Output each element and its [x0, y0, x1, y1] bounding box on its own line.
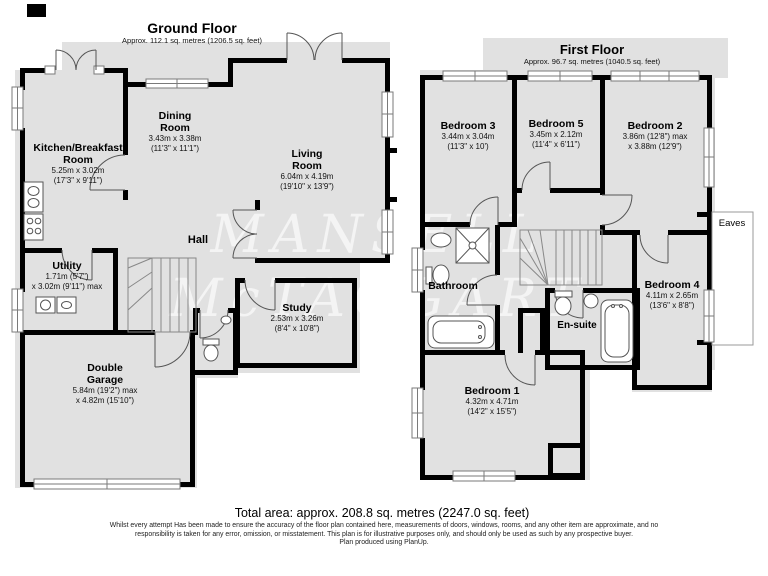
first-floor-fixtures	[425, 227, 634, 363]
room-label-bedroom4: Bedroom 4 4.11m x 2.65m (13'6" x 8'8")	[644, 279, 700, 310]
room-label-bedroom2: Bedroom 2 3.86m (12'8") max x 3.88m (12'…	[622, 120, 688, 151]
room-label-kitchen: Kitchen/Breakfast Room 5.25m x 3.02m (17…	[33, 142, 123, 185]
room-label-bathroom: Bathroom	[428, 280, 478, 292]
chimney-mark	[27, 4, 46, 17]
disclaimer-text: Whilst every attempt Has been made to en…	[109, 522, 659, 547]
kitchen-sink-icon	[23, 181, 44, 213]
first-floor-stairs	[519, 229, 603, 286]
ensuite-bathtub-icon	[600, 299, 634, 363]
room-label-dining: Dining Room 3.43m x 3.38m (11'3" x 11'1"…	[148, 110, 202, 153]
room-label-eaves: Eaves	[718, 218, 746, 229]
room-label-hall: Hall	[187, 234, 209, 246]
room-label-utility: Utility 1.71m (5'7") x 3.02m (9'11") max	[31, 260, 103, 291]
ground-floor-stairs	[127, 257, 197, 333]
total-area-text: Total area: approx. 208.8 sq. metres (22…	[234, 506, 530, 520]
bathroom-toilet-icon	[425, 264, 450, 286]
ground-floor-title: Ground Floor Approx. 112.1 sq. metres (1…	[122, 20, 262, 46]
first-floor-windows	[411, 70, 715, 482]
ground-floor-doors	[55, 32, 343, 368]
utility-washer-icon	[35, 296, 56, 314]
ground-floor-windows	[11, 65, 394, 490]
shower-icon	[455, 227, 490, 264]
room-label-bedroom1: Bedroom 1 4.32m x 4.71m (14'2" x 15'5")	[464, 385, 520, 416]
ensuite-toilet-icon	[554, 290, 573, 316]
room-label-garage: Double Garage 5.84m (19'2") max x 4.82m …	[72, 362, 138, 405]
utility-sink-icon	[56, 296, 77, 314]
first-floor-title: First Floor Approx. 96.7 sq. metres (104…	[523, 42, 661, 66]
ground-floor-fixtures	[23, 181, 232, 362]
ensuite-sink-icon	[583, 293, 599, 309]
ground-floor-walls	[20, 4, 397, 487]
first-floor-walls	[420, 75, 712, 480]
eaves-area	[711, 211, 754, 346]
room-label-living: Living Room 6.04m x 4.19m (19'10" x 13'9…	[280, 148, 334, 191]
bathtub-icon	[427, 315, 495, 349]
room-label-study: Study 2.53m x 3.26m (8'4" x 10'8")	[270, 302, 324, 333]
room-label-ensuite: En-suite	[557, 320, 597, 331]
room-label-bedroom5: Bedroom 5 3.45m x 2.12m (11'4" x 6'11")	[528, 118, 584, 149]
wc-basin-icon	[220, 315, 232, 325]
first-floor-doors	[466, 161, 669, 386]
bathroom-sink-icon	[430, 232, 452, 248]
room-label-bedroom3: Bedroom 3 3.44m x 3.04m (11'3" x 10')	[440, 120, 496, 151]
wc-toilet-icon	[202, 338, 220, 362]
ground-floor-backdrop	[15, 42, 390, 488]
kitchen-hob-icon	[23, 213, 44, 241]
